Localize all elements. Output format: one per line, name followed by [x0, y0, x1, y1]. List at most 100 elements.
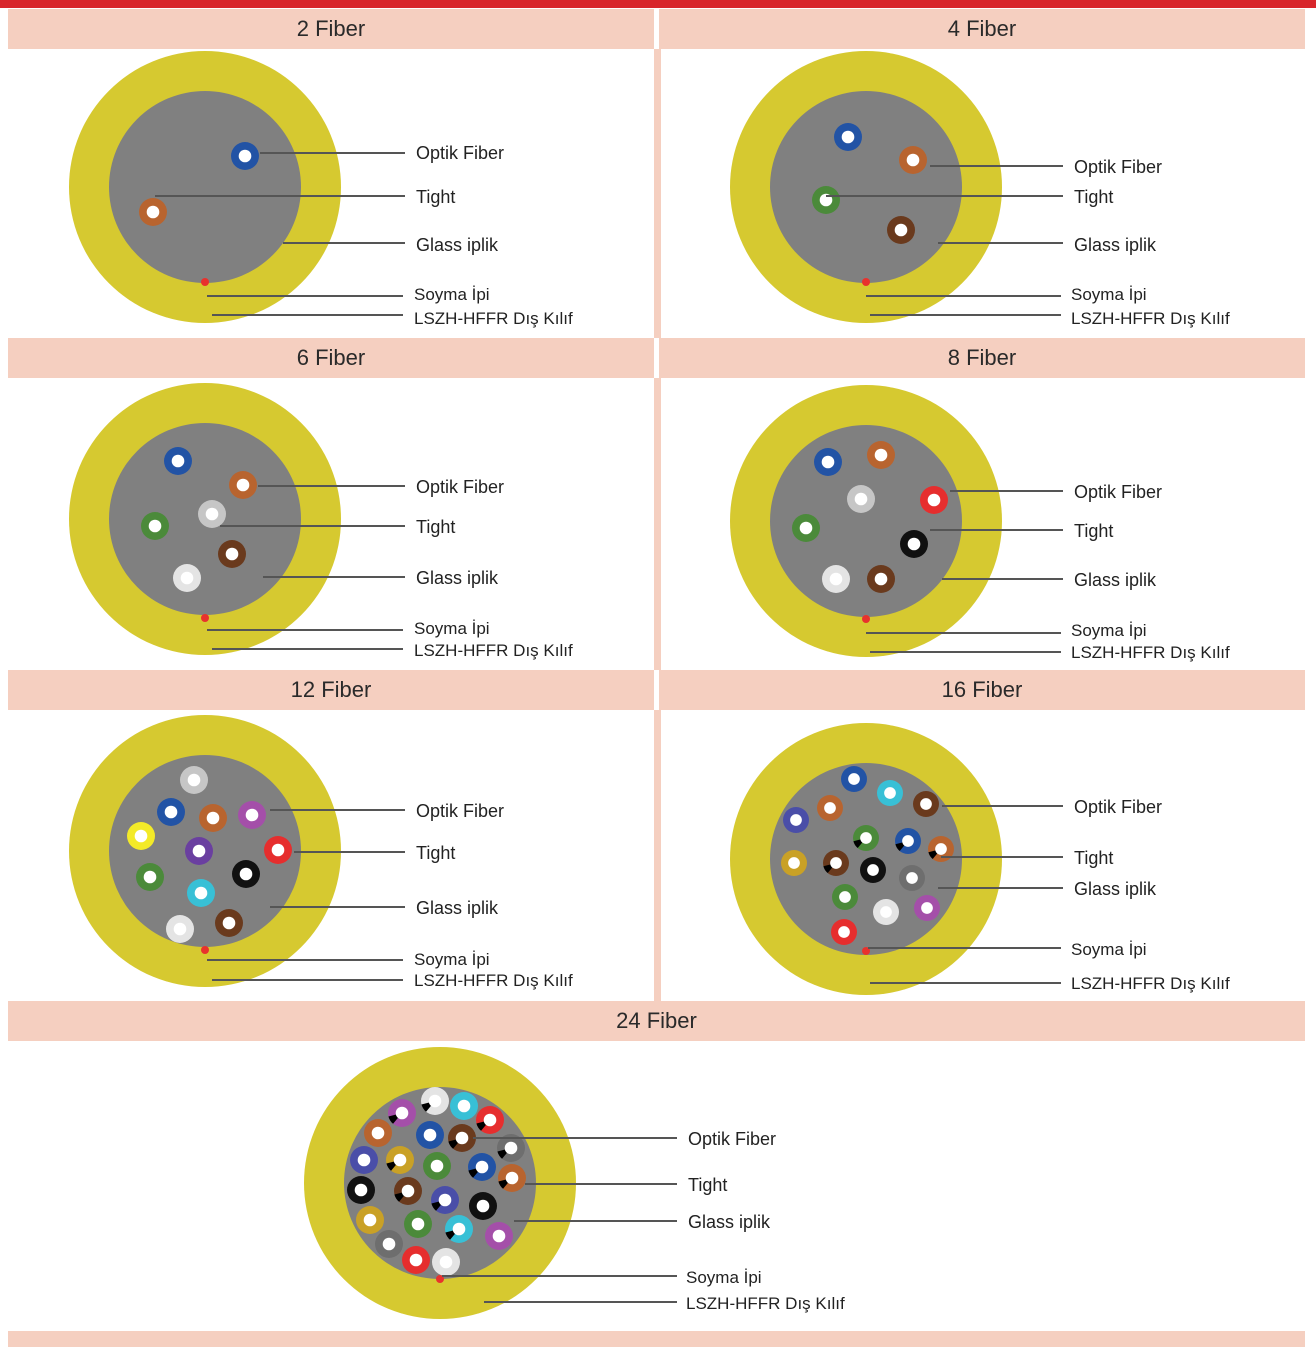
fiber-core-white: [411, 1217, 425, 1231]
fiber-core-white: [935, 843, 947, 855]
fiber-core-white: [173, 922, 187, 936]
fiber-core-white: [439, 1255, 453, 1269]
fiber-core-white: [920, 798, 932, 810]
fiber-core-white: [902, 835, 914, 847]
fiber-core-white: [428, 1094, 442, 1108]
label-optik-fiber: Optik Fiber: [1074, 797, 1162, 817]
fiber-core-white: [395, 1106, 409, 1120]
fiber-core-white: [867, 864, 879, 876]
panel-title-8-fiber: 8 Fiber: [659, 338, 1305, 378]
fiber-core-white: [848, 773, 860, 785]
rip-cord-dot: [201, 946, 209, 954]
fiber-core-white: [357, 1153, 371, 1167]
core-glass-yarn: [770, 425, 962, 617]
fiber-core-white: [492, 1229, 506, 1243]
label-soyma-ipi: Soyma İpi: [1071, 285, 1147, 304]
fiber-core-white: [271, 843, 285, 857]
fiber-core-white: [423, 1128, 437, 1142]
label-lszh-hffr-dis-kilif: LSZH-HFFR Dış Kılıf: [414, 641, 573, 660]
fiber-core-white: [880, 906, 892, 918]
label-lszh-hffr-dis-kilif: LSZH-HFFR Dış Kılıf: [1071, 643, 1230, 662]
fiber-core-white: [483, 1113, 497, 1127]
fiber-core-white: [906, 153, 920, 167]
fiber-core-white: [143, 870, 157, 884]
fiber-core-white: [382, 1237, 396, 1251]
fiber-core-white: [225, 547, 239, 561]
fiber-core-white: [921, 902, 933, 914]
fiber-core-white: [438, 1193, 452, 1207]
fiber-core-white: [799, 521, 813, 535]
label-glass-iplik: Glass iplik: [1074, 570, 1157, 590]
label-tight: Tight: [416, 187, 455, 207]
fiber-core-white: [205, 507, 219, 521]
label-lszh-hffr-dis-kilif: LSZH-HFFR Dış Kılıf: [686, 1294, 845, 1313]
panel-title-24-fiber: 24 Fiber: [8, 1001, 1305, 1041]
label-soyma-ipi: Soyma İpi: [414, 619, 490, 638]
fiber-core-white: [146, 205, 160, 219]
fiber-core-white: [371, 1126, 385, 1140]
fiber-core-white: [829, 572, 843, 586]
fiber-core-white: [245, 808, 259, 822]
label-tight: Tight: [416, 517, 455, 537]
fiber-core-white: [504, 1141, 518, 1155]
label-soyma-ipi: Soyma İpi: [414, 285, 490, 304]
label-glass-iplik: Glass iplik: [1074, 235, 1157, 255]
fiber-core-white: [907, 537, 921, 551]
label-glass-iplik: Glass iplik: [416, 568, 499, 588]
label-tight: Tight: [1074, 848, 1113, 868]
rip-cord-dot: [201, 278, 209, 286]
fiber-core-white: [148, 519, 162, 533]
column-separator: [654, 710, 661, 1001]
fiber-core-white: [476, 1199, 490, 1213]
label-soyma-ipi: Soyma İpi: [686, 1268, 762, 1287]
panel-title-4-fiber: 4 Fiber: [659, 9, 1305, 49]
label-soyma-ipi: Soyma İpi: [1071, 940, 1147, 959]
rip-cord-dot: [201, 614, 209, 622]
panel-title-12-fiber: 12 Fiber: [8, 670, 654, 710]
label-optik-fiber: Optik Fiber: [688, 1129, 776, 1149]
fiber-core-white: [927, 493, 941, 507]
fiber-core-white: [238, 149, 252, 163]
fiber-core-white: [860, 832, 872, 844]
fiber-core-white: [505, 1171, 519, 1185]
label-glass-iplik: Glass iplik: [1074, 879, 1157, 899]
label-soyma-ipi: Soyma İpi: [1071, 621, 1147, 640]
rip-cord-dot: [862, 278, 870, 286]
fiber-core-white: [187, 773, 201, 787]
label-tight: Tight: [1074, 521, 1113, 541]
fiber-core-white: [363, 1213, 377, 1227]
label-optik-fiber: Optik Fiber: [416, 801, 504, 821]
fiber-core-white: [180, 571, 194, 585]
fiber-core-white: [854, 492, 868, 506]
fiber-core-white: [838, 926, 850, 938]
label-glass-iplik: Glass iplik: [416, 235, 499, 255]
panel-title-6-fiber: 6 Fiber: [8, 338, 654, 378]
label-lszh-hffr-dis-kilif: LSZH-HFFR Dış Kılıf: [414, 309, 573, 328]
label-optik-fiber: Optik Fiber: [1074, 157, 1162, 177]
fiber-core-white: [222, 916, 236, 930]
fiber-core-white: [874, 448, 888, 462]
fiber-core-white: [409, 1253, 423, 1267]
fiber-core-white: [884, 787, 896, 799]
fiber-core-white: [830, 857, 842, 869]
column-separator: [654, 378, 661, 670]
fiber-core-white: [821, 455, 835, 469]
fiber-core-white: [475, 1160, 489, 1174]
fiber-core-white: [906, 872, 918, 884]
label-lszh-hffr-dis-kilif: LSZH-HFFR Dış Kılıf: [414, 971, 573, 990]
fiber-core-white: [874, 572, 888, 586]
fiber-core-white: [236, 478, 250, 492]
fiber-core-white: [841, 130, 855, 144]
label-optik-fiber: Optik Fiber: [416, 477, 504, 497]
core-glass-yarn: [109, 91, 301, 283]
fiber-core-white: [788, 857, 800, 869]
fiber-core-white: [430, 1159, 444, 1173]
label-tight: Tight: [416, 843, 455, 863]
fiber-core-white: [457, 1099, 471, 1113]
panel-title-2-fiber: 2 Fiber: [8, 9, 654, 49]
